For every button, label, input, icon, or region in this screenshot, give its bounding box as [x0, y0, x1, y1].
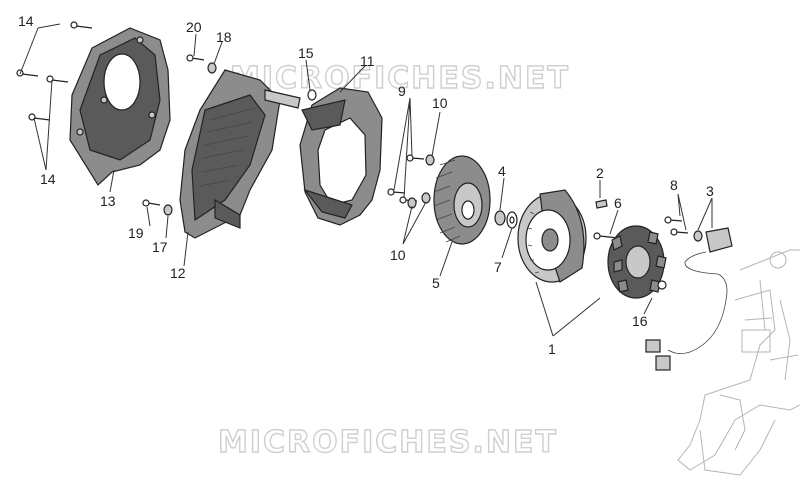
- part-18-washer: [207, 62, 217, 74]
- label-11: 11: [360, 53, 375, 69]
- part-2-key: [595, 199, 608, 209]
- label-14: 14: [18, 13, 34, 29]
- part-11-flywheel-cover: [299, 87, 383, 226]
- label-2: 2: [596, 165, 604, 181]
- label-17: 17: [152, 239, 168, 255]
- part-19-screw: [142, 199, 161, 207]
- part-12-shroud: [179, 69, 301, 239]
- part-7-washer: [506, 211, 518, 229]
- part-13-outer-cover: [69, 27, 171, 186]
- part-5-cooling-fan: [433, 155, 491, 245]
- callout-labels: 14 14 13 20 18 15 11 9 10 10 19 17 12 5 …: [18, 13, 714, 357]
- watermark-top: MICROFICHES.NET: [230, 61, 570, 96]
- screw-icon: [46, 75, 69, 83]
- label-6: 6: [614, 195, 622, 211]
- part-4-nut: [494, 210, 506, 226]
- label-5: 5: [432, 275, 440, 291]
- label-19: 19: [128, 225, 144, 241]
- label-20: 20: [186, 19, 202, 35]
- leader-lines: [19, 23, 713, 337]
- label-18: 18: [216, 29, 232, 45]
- label-9: 9: [398, 83, 406, 99]
- label-16: 16: [632, 313, 648, 329]
- label-10: 10: [390, 247, 406, 263]
- label-13: 13: [100, 193, 116, 209]
- part-3-pickup-sensor: [645, 227, 733, 371]
- label-4: 4: [498, 163, 506, 179]
- engine-frame-outline: [677, 249, 800, 476]
- watermark-bottom: MICROFICHES.NET: [218, 425, 558, 460]
- label-7: 7: [494, 259, 502, 275]
- screw-icon: [70, 21, 93, 29]
- part-15-clip: [307, 89, 317, 101]
- screw-icon: [28, 113, 51, 121]
- part-8-screws: [664, 216, 689, 236]
- label-14: 14: [40, 171, 56, 187]
- part-16-stator: [607, 225, 667, 299]
- part-10-nuts: [407, 154, 435, 209]
- label-3: 3: [706, 183, 714, 199]
- label-12: 12: [170, 265, 186, 281]
- label-15: 15: [298, 45, 314, 61]
- part-1-flywheel-rotor: [517, 189, 587, 283]
- label-10: 10: [432, 95, 448, 111]
- label-8: 8: [670, 177, 678, 193]
- part-20-screw: [186, 54, 205, 62]
- part-17-washer: [163, 204, 173, 216]
- label-1: 1: [548, 341, 556, 357]
